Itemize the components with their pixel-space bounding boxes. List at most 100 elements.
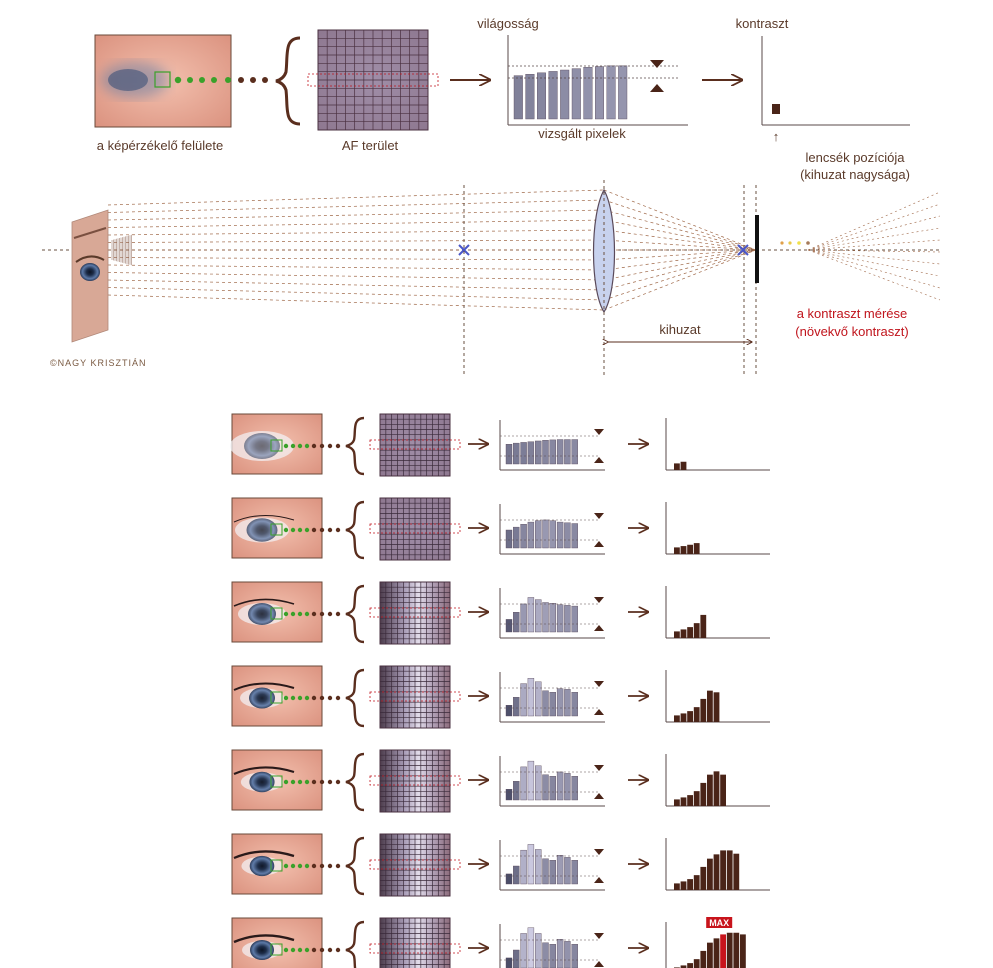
range-marker: [594, 457, 604, 463]
link-dot: [304, 527, 310, 533]
histogram-bar: [505, 705, 513, 717]
link-dot: [297, 443, 303, 449]
link-dot: [283, 611, 289, 617]
histogram-bar: [564, 773, 571, 801]
contrast-bar: [720, 850, 726, 890]
histogram-bar: [549, 520, 556, 549]
histogram-bar: [535, 599, 542, 633]
focus-step: [231, 749, 770, 813]
ray: [807, 239, 941, 251]
link-dot: [311, 863, 317, 869]
af-row-highlight: [369, 691, 461, 702]
ray: [603, 189, 757, 251]
eyelash: [233, 682, 295, 691]
link-dot: [283, 863, 289, 869]
link-dot: [311, 779, 317, 785]
measure-sublabel: (növekvő kontraszt): [795, 324, 908, 339]
focus-step: MAX: [231, 917, 746, 968]
histogram-bar: [535, 765, 542, 801]
link-dot: [319, 527, 325, 533]
histogram-bar: [527, 844, 535, 885]
af-row-highlight: [369, 859, 461, 870]
max-badge: [706, 917, 733, 928]
af-row-highlight: [369, 775, 461, 786]
contrast-bar: [674, 463, 680, 470]
contrast-bar: [680, 881, 687, 890]
contrast-bar: [713, 771, 720, 806]
link-dot: [335, 611, 341, 617]
ray: [603, 249, 757, 261]
histogram-bar: [527, 521, 535, 549]
extension-label: kihuzat: [659, 322, 701, 337]
iris: [244, 433, 280, 459]
histogram-bar: [571, 523, 578, 549]
histogram-bar: [556, 439, 564, 465]
optics-diagram: ©NAGY KRISZTIÁN kihuzat a kontraszt méré…: [42, 180, 941, 375]
examined-pixels-label: vizsgált pixelek: [538, 126, 626, 141]
ray: [107, 199, 605, 213]
link-dot: [327, 611, 333, 617]
histogram-bar: [505, 957, 513, 968]
contrast-bar: [687, 544, 693, 554]
histogram-bar: [548, 71, 558, 120]
lens-position-arrow: ↑: [773, 129, 780, 144]
link-dot: [311, 527, 317, 533]
histogram-bar: [527, 597, 535, 633]
contrast-bar: [713, 692, 720, 722]
subject-face: [71, 209, 109, 343]
lens-icon: [592, 188, 616, 314]
link-dot: [304, 863, 310, 869]
sensor-surface-label: a képérzékelő felülete: [97, 138, 223, 153]
contrast-bar: [674, 715, 680, 722]
af-point: [270, 943, 283, 956]
ray: [107, 219, 605, 228]
histogram-bar: [564, 941, 571, 968]
link-dot: [283, 947, 289, 953]
range-marker: [594, 541, 604, 547]
link-dot: [290, 527, 296, 533]
af-row-highlight: [307, 73, 439, 87]
contrast-bar: [700, 614, 707, 638]
af-area-label: AF terület: [342, 138, 399, 153]
contrast-bar: [772, 104, 780, 114]
histogram-bar: [520, 442, 527, 465]
sensor-link-dots: [174, 76, 268, 84]
contrast-bar: [700, 950, 707, 968]
histogram-bar: [542, 858, 549, 885]
ray: [603, 219, 757, 251]
subject-stripes: [111, 234, 132, 266]
histogram-bar: [564, 857, 571, 885]
contrast-bar: [713, 938, 720, 968]
histogram-bar: [527, 678, 535, 717]
histogram-bar: [556, 771, 564, 801]
range-marker: [594, 877, 604, 883]
histogram-bar: [549, 860, 556, 885]
contrast-bar: [700, 782, 707, 806]
range-marker: [594, 513, 604, 519]
histogram-bar: [564, 439, 571, 465]
histogram-bar: [564, 522, 571, 549]
link-dot: [319, 611, 325, 617]
ray: [807, 249, 941, 253]
contrast-bar: [680, 461, 687, 470]
link-dot: [319, 863, 325, 869]
histogram-bar: [520, 766, 527, 801]
contrast-bar: [693, 707, 700, 722]
histogram-bar: [556, 688, 564, 717]
contrast-bar: [720, 774, 726, 806]
link-dot: [283, 779, 289, 785]
contrast-bar: [687, 627, 693, 638]
contrast-bar: [680, 965, 687, 968]
ray: [603, 249, 757, 271]
sensor-surface-image: [94, 34, 232, 128]
link-dot: [319, 947, 325, 953]
histogram-bar: [527, 927, 535, 968]
histogram-bar: [513, 526, 520, 549]
link-dot: [290, 947, 296, 953]
link-dot: [327, 863, 333, 869]
contrast-bar: [733, 853, 740, 890]
link-dot: [335, 443, 341, 449]
link-dot: [297, 695, 303, 701]
histogram-bar: [535, 933, 542, 968]
contrast-bar: [700, 698, 707, 722]
